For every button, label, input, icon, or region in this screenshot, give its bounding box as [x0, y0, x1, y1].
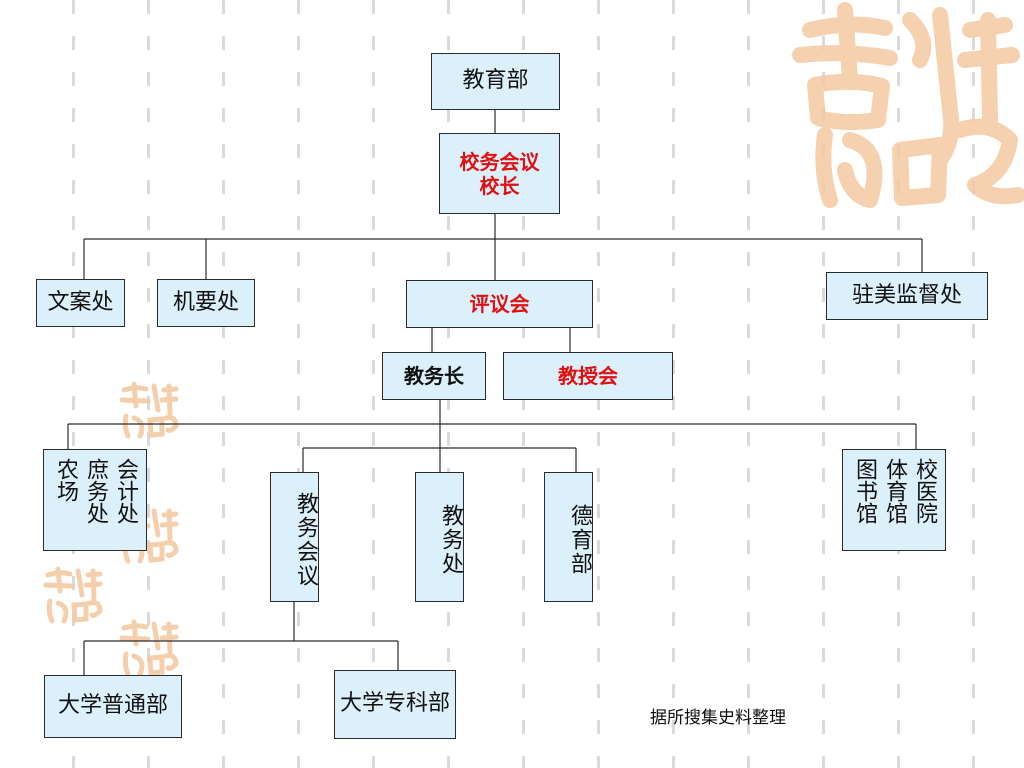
- node-label: 驻美监督处: [851, 282, 962, 308]
- node-label: 会计处: [113, 458, 138, 524]
- node-label: 体育馆: [882, 458, 907, 524]
- node-university-general-dept: 大学普通部: [44, 675, 182, 738]
- node-label: 教务长: [404, 364, 464, 388]
- node-academic-affairs-office: 教务处: [415, 472, 464, 602]
- node-label: 校长: [479, 173, 520, 198]
- node-faculty-council: 教授会: [503, 352, 673, 400]
- node-university-specialized-dept: 大学专科部: [334, 670, 456, 739]
- node-ministry-of-education: 教育部: [431, 53, 560, 110]
- node-us-supervision-office: 驻美监督处: [826, 272, 988, 320]
- node-label: 庶务处: [83, 458, 108, 524]
- auspicious-seal-icon: [792, 2, 1024, 208]
- node-label: 机要处: [172, 289, 239, 315]
- node-wenan-office: 文案处: [36, 279, 125, 327]
- node-label: 德育部: [567, 504, 592, 576]
- node-moral-education-dept: 德育部: [544, 472, 593, 602]
- node-label: 校医院: [912, 458, 937, 524]
- node-label: 文案处: [47, 289, 114, 315]
- node-label: 教务会议: [293, 492, 318, 588]
- auspicious-seal-icon: [43, 566, 103, 624]
- node-label: 教育部: [462, 68, 529, 94]
- node-label: 教授会: [558, 364, 618, 388]
- node-label: 教务处: [438, 504, 463, 576]
- node-label: 大学专科部: [339, 691, 450, 717]
- node-finance-general-farm: 会计处 庶务处 农场: [43, 449, 147, 551]
- node-academic-council: 教务会议: [270, 472, 319, 602]
- node-label: 农场: [53, 458, 78, 502]
- node-hospital-gym-library: 校医院 体育馆 图书馆: [842, 449, 946, 551]
- node-label: 图书馆: [852, 458, 877, 524]
- source-note: 据所搜集史料整理: [650, 708, 786, 728]
- node-provost: 教务长: [382, 352, 486, 400]
- node-label: 校务会议: [459, 149, 540, 174]
- auspicious-seal-icon: [119, 619, 179, 677]
- node-school-council-president: 校务会议 校长: [439, 133, 560, 214]
- node-label: 评议会: [469, 292, 530, 316]
- node-jiyao-office: 机要处: [157, 279, 255, 327]
- node-review-council: 评议会: [406, 280, 593, 328]
- node-label: 大学普通部: [57, 693, 168, 719]
